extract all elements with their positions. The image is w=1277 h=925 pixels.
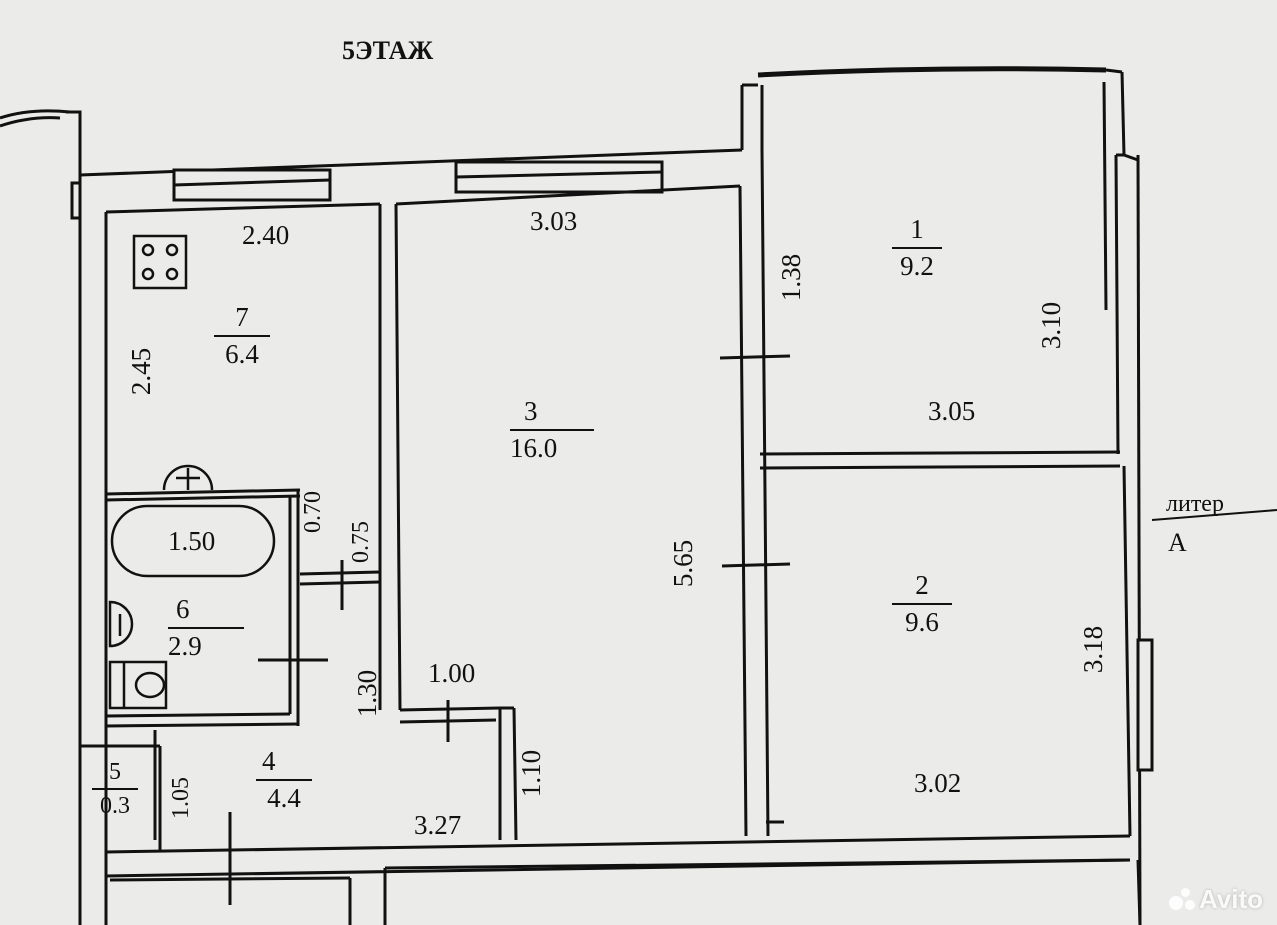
floor-title: 5ЭТАЖ bbox=[342, 36, 434, 65]
dim-closet-depth: 1.05 bbox=[168, 777, 194, 819]
dim-room2-depth: 3.18 bbox=[1078, 625, 1109, 674]
room-4-area: 4.4 bbox=[256, 779, 312, 812]
dim-hall-depth: 1.30 bbox=[352, 669, 383, 718]
exterior-wall-fragment bbox=[0, 109, 71, 120]
room-6-number: 6 bbox=[176, 594, 190, 624]
dim-kitchen-depth: 2.45 bbox=[126, 347, 157, 396]
sink-icon bbox=[162, 464, 214, 491]
dim-room1-left-depth: 1.38 bbox=[776, 253, 807, 302]
dim-bath-length: 1.50 bbox=[168, 526, 216, 556]
room-5-area: 0.3 bbox=[92, 788, 138, 818]
bathtub-icon bbox=[110, 504, 276, 578]
avito-watermark-text: Avito bbox=[1198, 884, 1263, 914]
dim-niche-depth: 1.10 bbox=[516, 749, 547, 798]
dim-hall-width: 3.27 bbox=[414, 810, 462, 840]
room-1-area: 9.2 bbox=[892, 247, 942, 280]
room-3-number: 3 bbox=[524, 396, 538, 426]
washbasin-icon bbox=[108, 600, 134, 648]
room-5-label: 5 0.3 bbox=[92, 760, 138, 818]
room-1-label: 1 9.2 bbox=[892, 216, 942, 280]
room-7-label: 7 6.4 bbox=[214, 304, 270, 368]
room-6-label: 6 2.9 bbox=[168, 596, 244, 660]
room-2-label: 2 9.6 bbox=[892, 572, 952, 636]
room-4-label: 4 4.4 bbox=[256, 748, 312, 812]
room-3-label: 3 16.0 bbox=[510, 398, 594, 462]
dim-niche-width: 1.00 bbox=[428, 658, 476, 688]
dim-room1-depth: 3.10 bbox=[1036, 301, 1067, 350]
room-2-number: 2 bbox=[915, 570, 929, 600]
room-6-area: 2.9 bbox=[168, 627, 244, 660]
liter-value: А bbox=[1168, 528, 1187, 557]
dim-corridor-gap: 0.75 bbox=[348, 521, 374, 563]
avito-watermark: Avito bbox=[1168, 884, 1263, 915]
dim-living-depth: 5.65 bbox=[668, 539, 699, 588]
dim-kitchen-width: 2.40 bbox=[242, 220, 290, 250]
dim-living-width: 3.03 bbox=[530, 206, 578, 236]
room-3-area: 16.0 bbox=[510, 429, 594, 462]
stove-icon bbox=[132, 234, 188, 290]
room-7-area: 6.4 bbox=[214, 335, 270, 368]
toilet-icon bbox=[108, 660, 168, 710]
room-4-number: 4 bbox=[262, 746, 276, 776]
liter-label: литер bbox=[1166, 491, 1224, 517]
room-2-area: 9.6 bbox=[892, 603, 952, 636]
avito-logo-icon bbox=[1168, 887, 1195, 912]
room-7-number: 7 bbox=[235, 302, 249, 332]
dim-room1-width: 3.05 bbox=[928, 396, 976, 426]
room-1-number: 1 bbox=[910, 214, 924, 244]
dim-bath-door: 0.70 bbox=[300, 491, 326, 533]
dim-room2-width: 3.02 bbox=[914, 768, 962, 798]
room-5-number: 5 bbox=[109, 759, 121, 785]
